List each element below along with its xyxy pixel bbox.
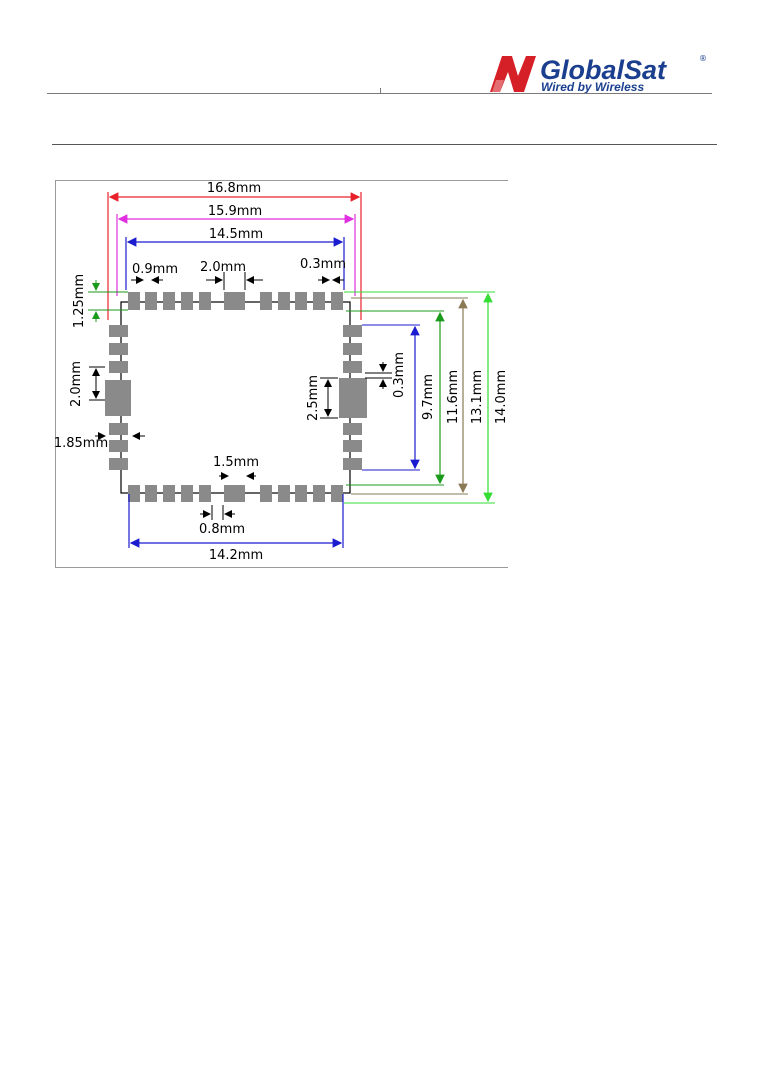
- header-rule: [47, 93, 712, 94]
- pad-top-large: [224, 292, 245, 310]
- pad-bottom-1: [128, 485, 140, 502]
- pad-right-4: [343, 423, 362, 435]
- dim-15-9: 15.9mm: [116, 204, 356, 296]
- header-rule-tick: [380, 88, 381, 94]
- dim-label-16-8: 16.8mm: [207, 181, 261, 196]
- dim-2-0-top: 2.0mm: [200, 260, 263, 290]
- pads: [105, 292, 367, 502]
- pad-bottom-4: [181, 485, 193, 502]
- dim-9-7: 9.7mm: [362, 324, 436, 471]
- dim-label-14-0: 14.0mm: [494, 370, 509, 424]
- pad-top-3: [163, 292, 175, 310]
- pad-right-2: [343, 343, 362, 355]
- dim-0-8: 0.8mm: [199, 505, 245, 537]
- dim-label-0-9: 0.9mm: [132, 262, 178, 277]
- pad-bottom-6: [260, 485, 272, 502]
- dim-label-2-0-left: 2.0mm: [69, 361, 84, 407]
- dim-0-3-top: 0.3mm: [300, 257, 346, 284]
- dim-13-1: 13.1mm: [351, 297, 485, 495]
- pad-left-3: [109, 361, 128, 373]
- pad-top-2: [145, 292, 157, 310]
- pad-top-7: [278, 292, 290, 310]
- dim-14-0: 14.0mm: [344, 291, 509, 504]
- dim-label-14-2: 14.2mm: [209, 548, 263, 563]
- dim-1-25: 1.25mm: [72, 274, 128, 328]
- pad-bottom-large: [224, 485, 245, 502]
- dim-label-0-8: 0.8mm: [199, 522, 245, 537]
- pad-top-4: [181, 292, 193, 310]
- tagline-text: Wired by Wireless: [541, 80, 644, 94]
- logo-mark-icon: [490, 56, 536, 92]
- pad-left-5: [109, 440, 128, 452]
- dim-1-85: 1.85mm: [54, 432, 145, 451]
- dim-label-9-7: 9.7mm: [421, 374, 436, 420]
- dim-14-5: 14.5mm: [125, 227, 345, 290]
- dim-11-6: 11.6mm: [346, 310, 461, 486]
- globalsat-logo: GlobalSat Wired by Wireless ®: [488, 52, 710, 94]
- section-rule: [52, 144, 717, 145]
- dim-2-0-left: 2.0mm: [69, 361, 105, 407]
- pad-left-2: [109, 343, 128, 355]
- pad-bottom-5: [199, 485, 211, 502]
- pad-right-5: [343, 440, 362, 452]
- dim-label-13-1: 13.1mm: [470, 370, 485, 424]
- pad-bottom-2: [145, 485, 157, 502]
- dim-label-1-85: 1.85mm: [54, 436, 108, 451]
- pad-left-6: [109, 458, 128, 470]
- brand-name-text: GlobalSat: [540, 55, 667, 85]
- dim-14-2: 14.2mm: [128, 494, 344, 563]
- pad-top-9: [313, 292, 325, 310]
- pad-right-large: [339, 378, 367, 418]
- dim-0-9: 0.9mm: [131, 262, 178, 284]
- dim-label-1-25: 1.25mm: [72, 274, 87, 328]
- dim-label-11-6: 11.6mm: [446, 370, 461, 424]
- pad-bottom-10: [331, 485, 343, 502]
- dim-label-0-3-right: 0.3mm: [392, 352, 407, 398]
- pad-bottom-7: [278, 485, 290, 502]
- pad-bottom-8: [295, 485, 307, 502]
- dim-16-8: 16.8mm: [107, 181, 362, 320]
- pad-left-1: [109, 325, 128, 337]
- dim-label-2-5: 2.5mm: [306, 375, 321, 421]
- registered-mark: ®: [699, 54, 707, 63]
- pad-right-1: [343, 325, 362, 337]
- dim-1-5: 1.5mm: [213, 455, 259, 480]
- dim-label-0-3-top: 0.3mm: [300, 257, 346, 272]
- dim-2-5: 2.5mm: [306, 375, 338, 421]
- pad-top-6: [260, 292, 272, 310]
- pad-left-large: [105, 380, 131, 416]
- dim-label-15-9: 15.9mm: [208, 204, 262, 219]
- dim-label-14-5: 14.5mm: [209, 227, 263, 242]
- pad-left-4: [109, 423, 128, 435]
- pad-top-5: [199, 292, 211, 310]
- pad-top-10: [331, 292, 343, 310]
- dim-0-3-right: 0.3mm: [365, 352, 407, 398]
- pad-top-1: [128, 292, 140, 310]
- pad-right-3: [343, 361, 362, 373]
- dim-label-2-0-top: 2.0mm: [200, 260, 246, 275]
- pad-top-8: [295, 292, 307, 310]
- pad-right-6: [343, 458, 362, 470]
- dim-label-1-5: 1.5mm: [213, 455, 259, 470]
- logo-graphic: GlobalSat Wired by Wireless ®: [490, 54, 707, 94]
- pad-bottom-3: [163, 485, 175, 502]
- pad-bottom-9: [313, 485, 325, 502]
